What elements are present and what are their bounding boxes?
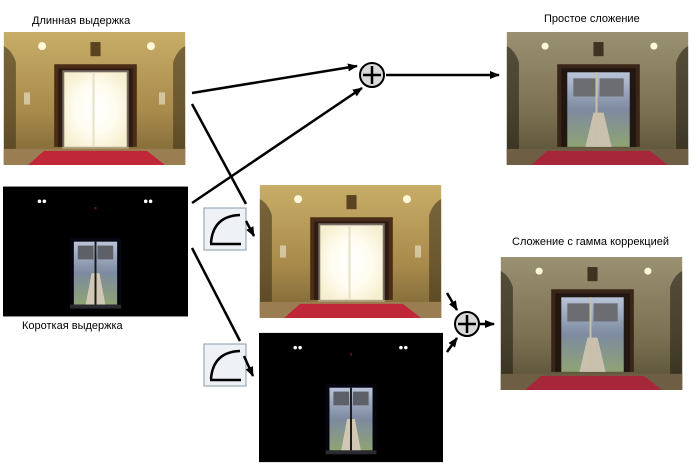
arrow-long-into-gamma [244,220,256,237]
arrow-short-gamma-to-sum [445,337,459,353]
label-long-exposure: Длинная выдержка [32,15,131,27]
arrow-long-to-gamma-line [190,103,248,205]
gamma-curve-box-bottom [203,343,247,387]
simple-sum-result-photo [506,32,689,165]
label-simple-sum: Простое сложение [544,13,640,25]
sum-operator-gamma [454,311,480,337]
arrow-short-into-gamma [242,355,255,377]
short-exposure-photo [3,186,188,317]
arrows [190,63,500,377]
sum-operator-simple [359,62,385,88]
label-short-exposure: Короткая выдержка [22,320,123,332]
arrow-short-to-simple-sum [191,86,363,205]
arrow-long-gamma-to-sum [445,292,459,311]
gamma-long-exposure-photo [259,185,442,318]
arrow-long-to-simple-sum [191,63,358,95]
label-gamma-sum: Сложение с гамма коррекцией [512,236,670,248]
gamma-sum-result-photo [500,257,683,390]
gamma-curve-box-top [203,207,247,251]
gamma-short-exposure-photo [259,332,443,463]
long-exposure-photo [3,32,186,165]
arrow-short-to-gamma-line [190,247,242,342]
